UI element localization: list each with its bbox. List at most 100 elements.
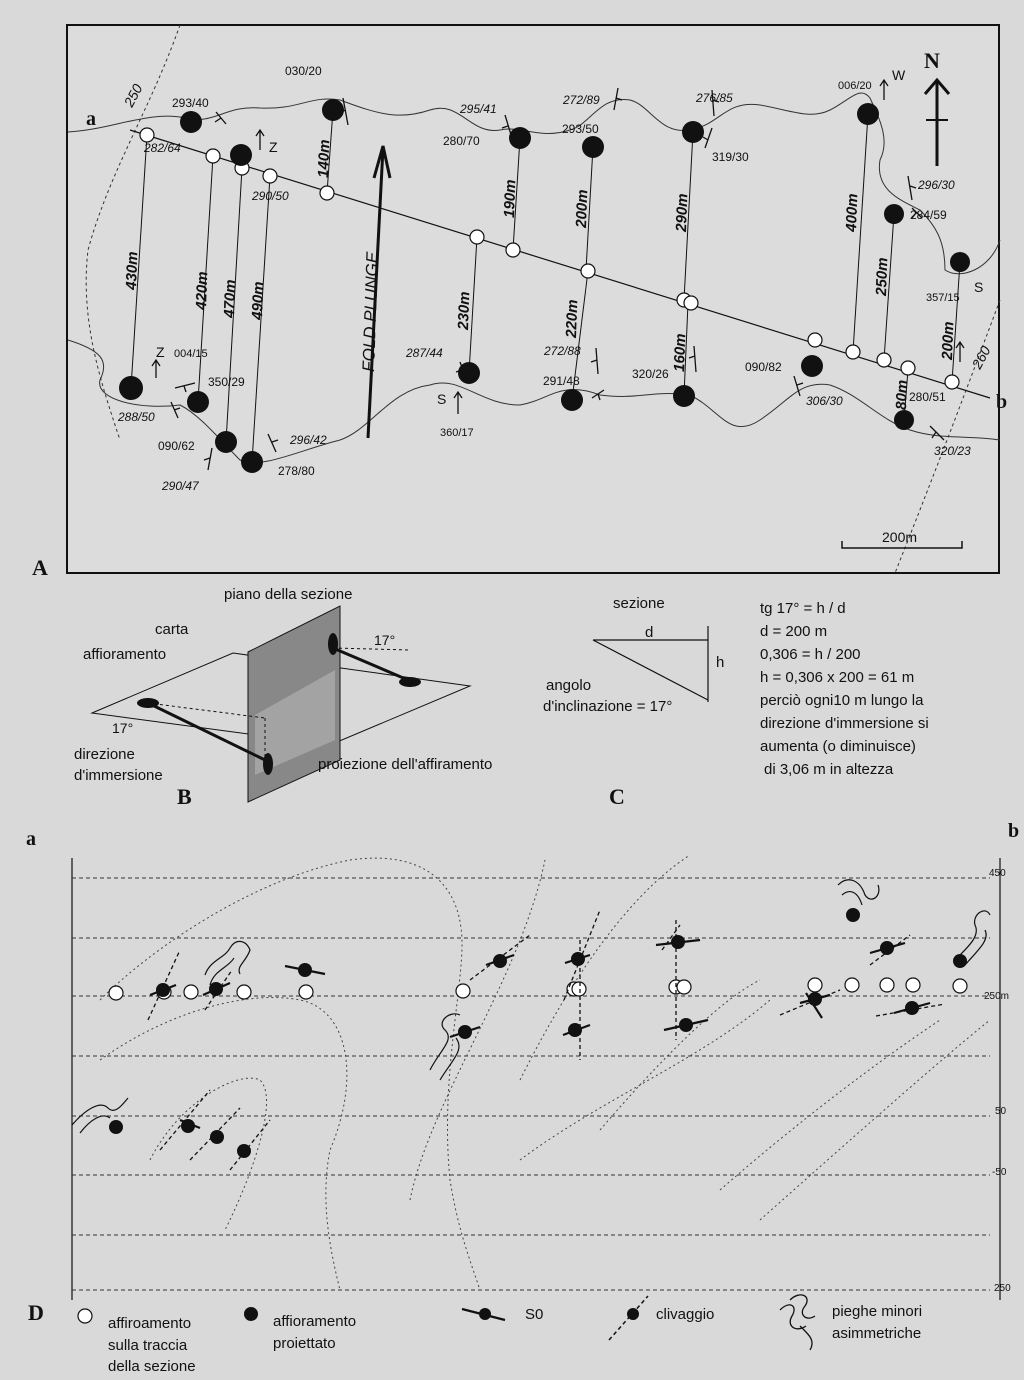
scale-bar: 200m: [841, 529, 963, 549]
legend-open-label-3: della sezione: [108, 1358, 196, 1375]
legend-s0-label: S0: [525, 1306, 543, 1323]
svg-text:di 3,06 m in altezza: di 3,06 m in altezza: [764, 761, 894, 778]
attitude-272-88: 272/88: [543, 344, 581, 358]
distance-160m: 160m: [671, 333, 689, 372]
legend-filled-circle-icon: [244, 1307, 258, 1321]
label-proiezione: proiezione dell'affiramento: [318, 756, 492, 773]
trace-label-b: b: [996, 391, 1007, 413]
fold-plunge-label: FOLD PLUNGE: [359, 251, 382, 372]
legend-asymmetric-fold-icon: [779, 1294, 816, 1351]
svg-text:d = 200 m: d = 200 m: [760, 623, 827, 640]
legend-proj-label-2: proiettato: [273, 1335, 336, 1352]
distance-430m: 430m: [123, 251, 141, 291]
attitude-350-29: 350/29: [208, 375, 245, 389]
label-angle-b2: 17°: [112, 720, 133, 736]
fold-traces: [99, 854, 991, 1291]
label-inclinazione: d'inclinazione = 17°: [543, 698, 672, 715]
map-frame: [66, 24, 1000, 574]
svg-text:tg 17° = h / d: tg 17° = h / d: [760, 600, 846, 617]
elevation-grid: [72, 877, 990, 1291]
attitude-282-64: 282/64: [143, 141, 181, 155]
strike-dip-symbols: [170, 87, 945, 471]
label-direzione: direzione: [74, 746, 135, 763]
svg-text:0,306 = h / 200: 0,306 = h / 200: [760, 646, 861, 663]
attitude-287-44: 287/44: [405, 346, 443, 360]
attitude-006-20: 006/20: [838, 80, 872, 92]
attitude-280-70: 280/70: [443, 134, 480, 148]
legend-folds-label-2: asimmetriche: [832, 1325, 921, 1342]
distance-220m: 220m: [563, 299, 581, 339]
section-s0-marks: [149, 938, 931, 1130]
panel-b: piano della sezione carta affioramento 1…: [74, 586, 492, 809]
elevation-labels: 450 250m 50 -50 250: [984, 868, 1011, 1294]
section-outcrops-on-trace: [108, 977, 968, 1001]
facing-z1: Z: [269, 139, 278, 155]
panel-label-d: D: [28, 1300, 44, 1325]
distance-140m: 140m: [315, 139, 333, 178]
legend-open-label-1: affiroamento: [108, 1315, 191, 1332]
svg-text:h = 0,306 x 200 = 61 m: h = 0,306 x 200 = 61 m: [760, 669, 914, 686]
facing-letters: Z Z S S W: [156, 67, 983, 407]
panel-label-c: C: [609, 784, 625, 809]
svg-text:450: 450: [989, 868, 1006, 879]
outcrop-upper-boundary: [67, 92, 1001, 275]
attitude-295-41: 295/41: [459, 102, 497, 116]
panel-label-a: A: [32, 555, 48, 580]
label-immersione: d'immersione: [74, 767, 163, 784]
attitude-030-20: 030/20: [285, 64, 322, 78]
legend-proj-label-1: affioramento: [273, 1313, 356, 1330]
attitude-090-62: 090/62: [158, 439, 195, 453]
legend-open-circle-icon: [77, 1308, 93, 1324]
section-minor-folds: [71, 879, 991, 1134]
distance-250m: 250m: [873, 257, 891, 297]
distance-80m: 80m: [893, 380, 911, 411]
panel-label-b: B: [177, 784, 192, 809]
attitude-357-15: 357/15: [926, 292, 960, 304]
attitude-293-40: 293/40: [172, 96, 209, 110]
outcrop-mark: [137, 698, 159, 708]
label-piano-sezione: piano della sezione: [224, 586, 352, 603]
cross-section-panel: a b 450 250m 50 -50 250: [26, 820, 1019, 1325]
attitude-290-50: 290/50: [251, 189, 289, 203]
calculation-text: tg 17° = h / d d = 200 m 0,306 = h / 200…: [760, 600, 929, 778]
attitude-296-30: 296/30: [917, 178, 955, 192]
projected-outcrops: [119, 99, 970, 473]
attitude-284-59: 284/59: [910, 208, 947, 222]
section-label-b: b: [1008, 820, 1019, 842]
svg-text:direzione d'immersione si: direzione d'immersione si: [760, 715, 929, 732]
map-panel: a b: [66, 24, 1007, 574]
outcrop-lower-boundary: [67, 339, 1001, 464]
contour-260: [894, 299, 1001, 574]
attitude-labels: 293/40 282/64 030/20 290/50 295/41 280/7…: [117, 64, 971, 493]
legend-cleavage-icon: [608, 1295, 649, 1341]
attitude-004-15: 004/15: [174, 348, 208, 360]
projected-mark: [263, 753, 273, 775]
svg-text:aumenta (o diminuisce): aumenta (o diminuisce): [760, 738, 916, 755]
label-sezione: sezione: [613, 595, 665, 612]
distance-470m: 470m: [221, 279, 239, 319]
legend-folds-label-1: pieghe minori: [832, 1303, 922, 1320]
trace-label-a: a: [86, 108, 96, 130]
fold-plunge-arrow: [366, 147, 385, 439]
legend-open-label-2: sulla traccia: [108, 1337, 188, 1354]
distance-400m: 400m: [843, 193, 861, 233]
facing-s1: S: [437, 391, 446, 407]
section-projected-outcrops: [109, 908, 967, 1158]
legend: affiroamento sulla traccia della sezione…: [77, 1294, 922, 1375]
panel-c: sezione d h angolo d'inclinazione = 17° …: [543, 595, 929, 809]
scale-label: 200m: [882, 529, 917, 545]
label-angolo: angolo: [546, 677, 591, 694]
attitude-278-80: 278/80: [278, 464, 315, 478]
svg-text:perciò ogni10 m lungo la: perciò ogni10 m lungo la: [760, 692, 924, 709]
attitude-319-30: 319/30: [712, 150, 749, 164]
distance-190m: 190m: [501, 179, 519, 218]
attitude-320-23: 320/23: [934, 444, 971, 458]
attitude-090-82: 090/82: [745, 360, 782, 374]
distance-490m: 490m: [249, 281, 267, 321]
distance-labels: 430m 420m 470m 490m 140m 230m 190m 220m …: [123, 139, 957, 410]
facing-w: W: [892, 67, 906, 83]
projection-arrow: [147, 701, 266, 762]
north-label: N: [924, 48, 940, 73]
projection-arrow-2: [332, 646, 409, 682]
